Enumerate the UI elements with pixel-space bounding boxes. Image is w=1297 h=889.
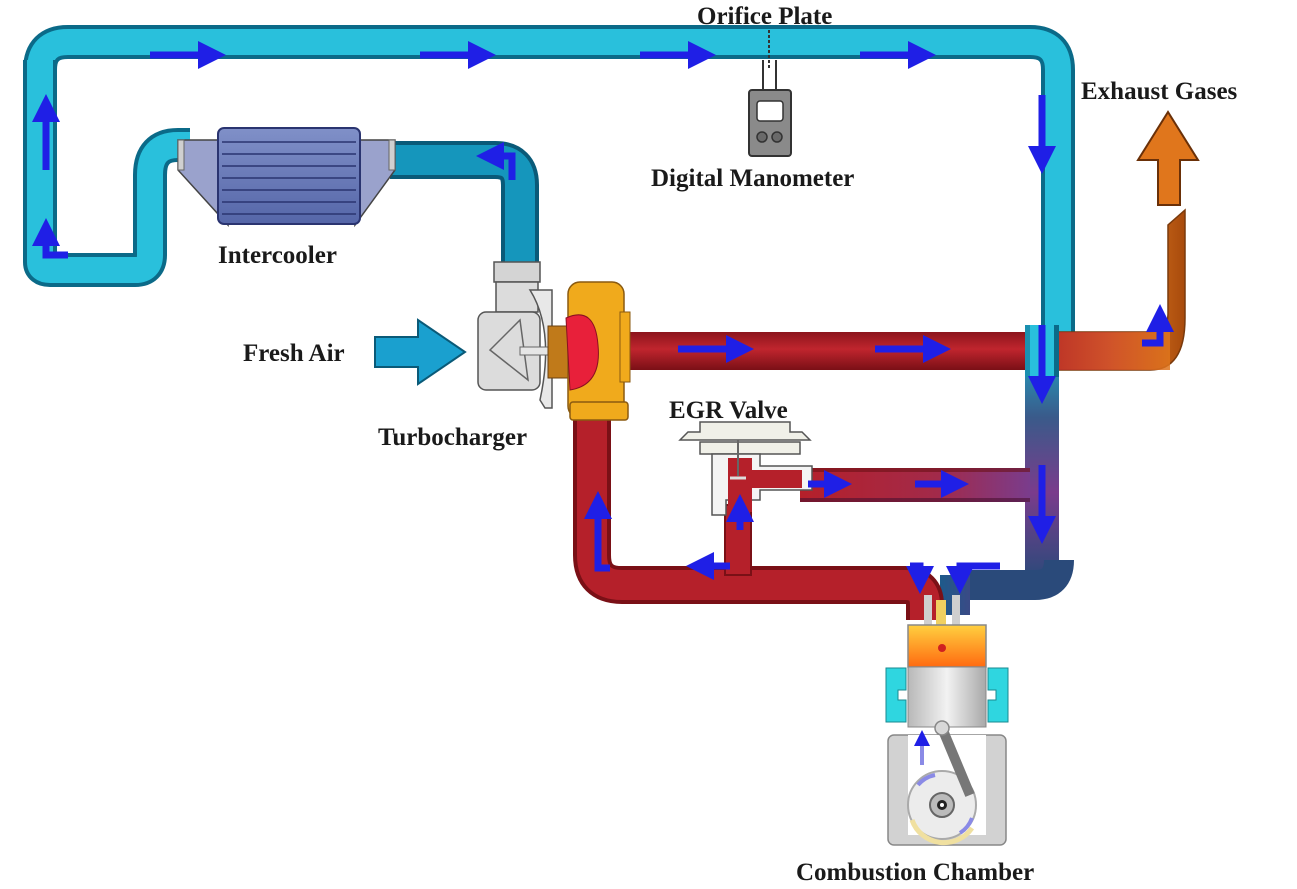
combustion-chamber-label: Combustion Chamber [796,859,1035,886]
flow-arrow [1142,304,1174,347]
egr-valve-label: EGR Valve [669,397,788,424]
exhaust-gases-label: Exhaust Gases [1081,78,1238,105]
turbocharger [477,261,631,421]
fresh-air-label: Fresh Air [243,340,345,367]
digital-manometer [748,60,792,157]
combustion-chamber [885,595,1009,846]
flow-arrows [32,41,1174,594]
turbocharger-label: Turbocharger [378,424,528,451]
digital-manometer-label: Digital Manometer [651,165,855,192]
flow-arrow [906,562,934,594]
fresh-air-arrow [374,318,467,386]
orifice-plate-label: Orifice Plate [697,3,833,30]
flow-arrow [32,218,68,259]
exhaust-gases-arrow [1136,110,1200,206]
intercooler [177,127,396,228]
flow-arrow [946,562,1000,594]
egr-valve [678,421,813,516]
flow-arrow [584,491,612,572]
flow-arrow [476,142,516,180]
intercooler-label: Intercooler [218,242,337,269]
